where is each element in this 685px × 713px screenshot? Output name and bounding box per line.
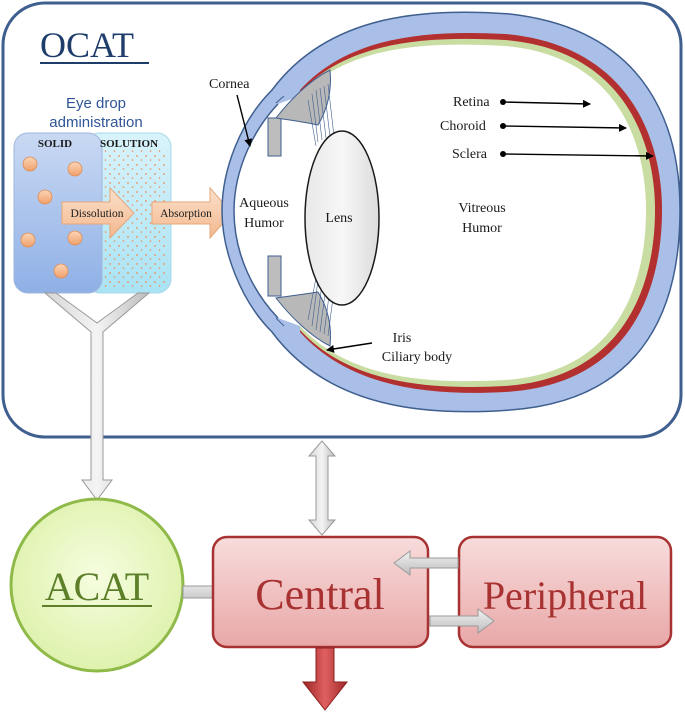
dissolution-arrow	[61, 186, 135, 240]
solution-label: SOLUTION	[100, 138, 158, 150]
eye-drop-label-line1: Eye drop	[66, 95, 126, 112]
solid-particle	[67, 161, 83, 177]
cornea-outline	[233, 103, 279, 319]
absorption-label: Absorption	[160, 208, 212, 220]
ciliary-body-label: Ciliary body	[382, 350, 452, 365]
solid-particles	[20, 156, 83, 279]
central-compartment	[211, 535, 430, 649]
solid-particle	[53, 263, 69, 279]
aqueous-label-line2: Humor	[244, 216, 284, 231]
iris-pointer	[326, 342, 373, 353]
vitreous-label-line1: Vitreous	[458, 201, 505, 216]
solid-particle	[67, 230, 83, 246]
solid-particle	[20, 232, 36, 248]
vitreous-label-line2: Humor	[462, 221, 502, 236]
retina-label: Retina	[453, 95, 490, 110]
ocat-title: OCAT	[40, 25, 134, 65]
solid-particle	[22, 156, 38, 172]
choroid-label: Choroid	[440, 119, 486, 134]
aqueous-chamber	[234, 96, 300, 326]
cornea-pointer	[236, 94, 253, 147]
acat-compartment	[9, 497, 185, 673]
iris-label: Iris	[393, 331, 412, 346]
peripheral-label: Peripheral	[483, 573, 647, 618]
iris-upper	[267, 117, 282, 157]
solid-particle	[37, 189, 53, 205]
y-connector	[43, 292, 151, 501]
iris-lower	[267, 255, 282, 297]
central-label: Central	[255, 570, 385, 619]
eye-drop-label-line2: administration	[49, 114, 142, 131]
eye	[221, 11, 681, 413]
ocat-central-double-arrow	[307, 440, 337, 536]
cornea-label: Cornea	[209, 77, 250, 92]
dissolution-label: Dissolution	[70, 208, 123, 220]
peripheral-compartment	[457, 535, 673, 649]
acat-label: ACAT	[45, 564, 149, 609]
lens-label: Lens	[325, 211, 352, 226]
solid-label: SOLID	[38, 138, 72, 150]
ciliary-body-lower	[275, 291, 331, 347]
peripheral-to-central-arrow	[393, 550, 459, 576]
sclera-pointer	[502, 151, 654, 160]
retina-pointer	[502, 99, 591, 108]
sclera-label: Sclera	[452, 147, 488, 162]
choroid-pointer	[502, 123, 627, 132]
vitreous-body	[300, 44, 646, 382]
absorption-arrow	[151, 186, 233, 240]
elimination-arrow	[301, 647, 349, 711]
lens	[304, 130, 380, 306]
zonules-upper	[307, 83, 335, 147]
central-to-peripheral-arrow	[429, 608, 495, 634]
aqueous-label-line1: Aqueous	[239, 196, 289, 211]
